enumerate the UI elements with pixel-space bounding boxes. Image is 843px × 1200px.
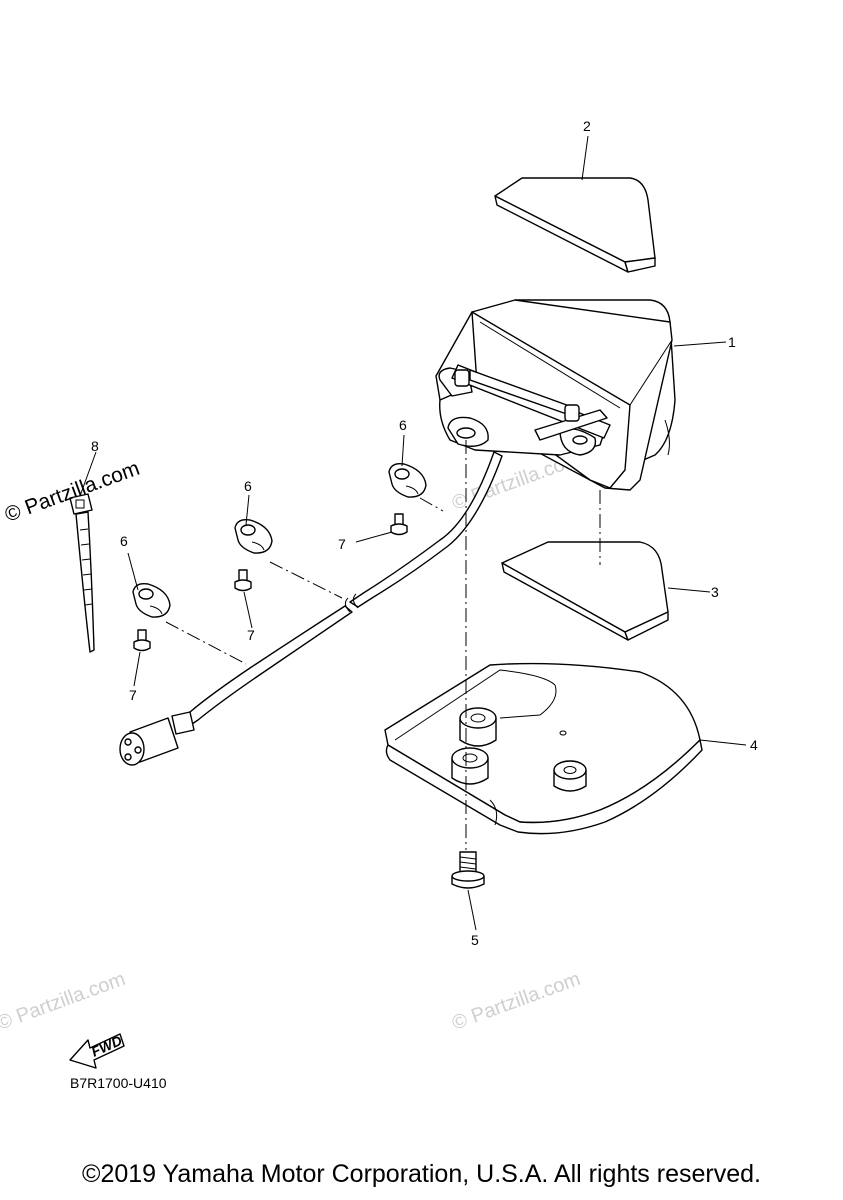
callout-2: 2 — [583, 118, 591, 134]
leader-line — [127, 552, 139, 591]
assembly-line — [269, 561, 343, 599]
callout-7: 7 — [247, 627, 255, 643]
diagram-code: B7R1700-U410 — [70, 1075, 167, 1091]
leader-line — [673, 341, 727, 347]
leader-line — [401, 434, 405, 467]
part-7-screw-c — [390, 513, 408, 536]
watermark-faint: © Partzilla.com — [449, 968, 583, 1035]
part-3-pad — [501, 541, 669, 641]
fwd-label: FWD — [89, 1032, 125, 1060]
leader-line — [467, 889, 477, 931]
part-4-base — [384, 662, 703, 835]
callout-8: 8 — [91, 438, 99, 454]
part-1-tail-light — [435, 299, 676, 491]
watermark-faint: © Partzilla.com — [0, 968, 128, 1035]
part-2-pad — [494, 177, 656, 273]
part-6-clamp-b — [234, 518, 273, 554]
part-5-screw — [451, 851, 485, 889]
callout-4: 4 — [750, 737, 758, 753]
wire-harness — [119, 451, 503, 766]
leader-line — [133, 651, 141, 687]
part-6-clamp-a — [132, 582, 171, 618]
callout-6: 6 — [399, 417, 407, 433]
copyright-notice: ©2019 Yamaha Motor Corporation, U.S.A. A… — [82, 1160, 761, 1188]
leader-line — [79, 451, 97, 497]
callout-1: 1 — [728, 334, 736, 350]
assembly-line — [165, 621, 247, 665]
callout-6: 6 — [244, 478, 252, 494]
fwd-arrow-icon: FWD — [69, 1032, 125, 1069]
watermark-main: © Partzilla.com — [2, 457, 143, 527]
callout-7: 7 — [129, 687, 137, 703]
callout-6: 6 — [120, 533, 128, 549]
leader-line — [667, 587, 711, 593]
leader-line — [581, 135, 589, 181]
leader-line — [699, 739, 747, 746]
leader-line — [245, 494, 250, 526]
callout-7: 7 — [338, 536, 346, 552]
part-7-screw-a — [133, 629, 151, 652]
part-7-screw-b — [234, 569, 252, 592]
part-8-cable-tie — [69, 493, 95, 653]
leader-line — [355, 531, 393, 543]
callout-5: 5 — [471, 932, 479, 948]
assembly-line — [419, 497, 444, 512]
part-6-clamp-c — [388, 462, 427, 498]
leader-line — [243, 591, 253, 629]
callout-3: 3 — [711, 584, 719, 600]
